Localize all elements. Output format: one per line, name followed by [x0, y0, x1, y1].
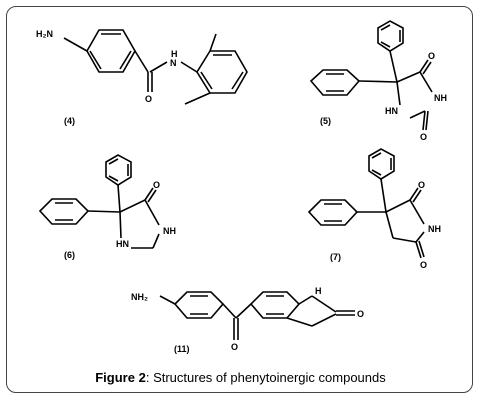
compound-label: (7) [330, 252, 341, 262]
nh-bottom-label: HN [385, 106, 398, 116]
caption-separator: : [145, 370, 150, 385]
ring-dimethylphenyl [196, 50, 248, 94]
amine-label: NH₂ [131, 292, 148, 302]
carbonyl-o-label: O [231, 342, 238, 352]
compound-label: (4) [64, 116, 75, 126]
lactam-o-label: O [357, 309, 364, 319]
amide-h-label: H [171, 49, 178, 59]
compound-5: NH HN O O (5) [309, 20, 447, 142]
ring-top-phenyl [105, 154, 132, 186]
nh-label: H [315, 286, 322, 296]
compound-label: (6) [64, 250, 75, 260]
ring-top-phenyl [368, 148, 395, 180]
compound-11: NH₂ O H O (11) [131, 286, 364, 354]
compound-7: O NH O (7) [307, 148, 441, 270]
o-bottom-label: O [420, 260, 427, 270]
carbonyl-o-label: O [153, 180, 160, 190]
nh-top-label: NH [434, 93, 447, 103]
nh-label: NH [428, 224, 441, 234]
figure-label: Figure 2 [95, 370, 146, 385]
o-top-label: O [428, 51, 435, 61]
o-bottom-label: O [420, 132, 427, 142]
ring-aminophenyl [86, 29, 136, 73]
amine-label: H₂N [36, 29, 53, 39]
compound-label: (5) [320, 116, 331, 126]
compound-label: (11) [174, 344, 190, 354]
caption-text: Structures of phenytoinergic compounds [153, 370, 386, 385]
carbonyl-o-label: O [145, 94, 152, 104]
ring-top-phenyl [377, 20, 404, 52]
figure-caption: Figure 2: Structures of phenytoinergic c… [0, 370, 481, 385]
nh-bottom-label: HN [116, 239, 129, 249]
amide-n-label: N [170, 58, 177, 68]
o-top-label: O [418, 180, 425, 190]
compound-6: O NH HN (6) [38, 154, 176, 260]
compound-4: H₂N N H O (4) [36, 29, 248, 126]
nh-right-label: NH [163, 226, 176, 236]
